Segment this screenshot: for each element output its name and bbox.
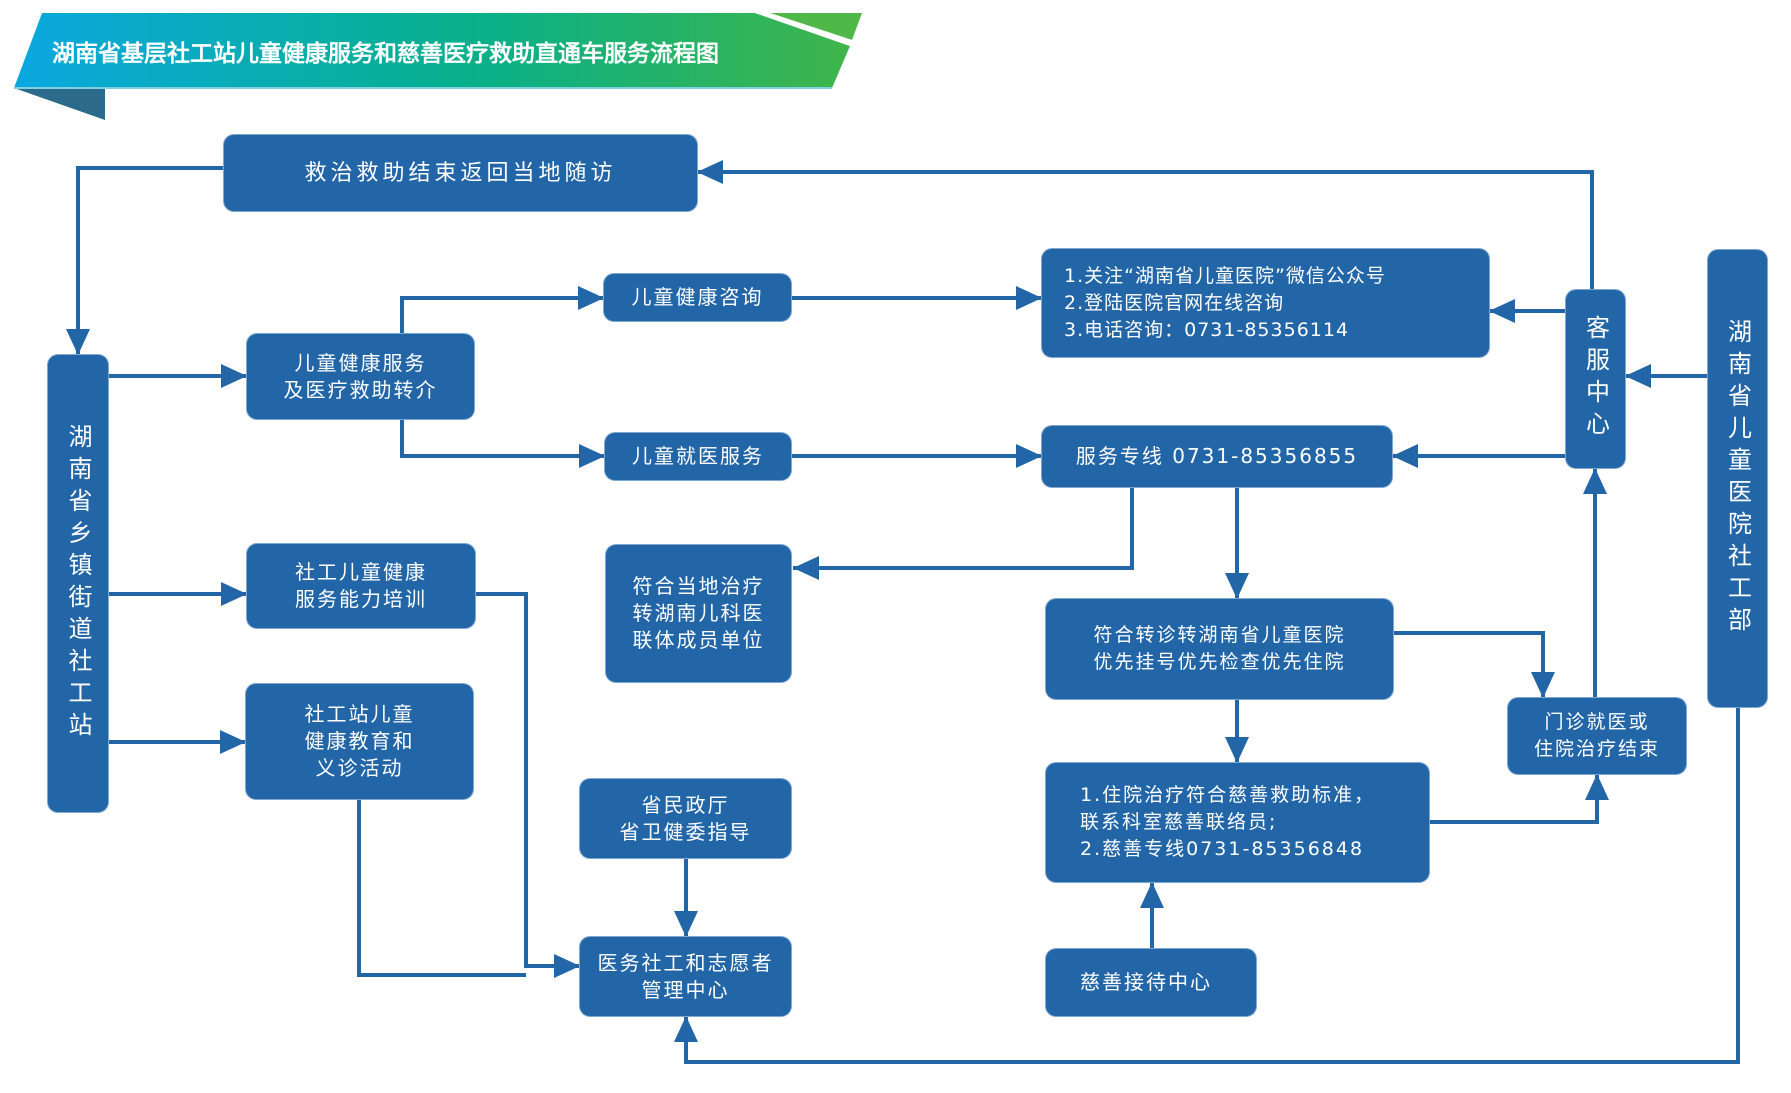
node-township-station: 湖南省乡镇街道社工站: [48, 355, 108, 812]
node-service-hotline-label: 服务专线 0731-85356855: [1075, 444, 1359, 468]
node-volunteer-center-label: 医务社工和志愿者 管理中心: [597, 950, 774, 1002]
page-title: 湖南省基层社工站儿童健康服务和慈善医疗救助直通车服务流程图: [52, 41, 719, 67]
node-charity-reception-label: 慈善接待中心: [1080, 970, 1212, 994]
node-outpatient-end-label: 门诊就医或 住院治疗结束: [1533, 711, 1660, 760]
edge-followup-to-township-arrowhead: [66, 329, 90, 355]
edge-customer-to-hotline-arrowhead: [1392, 444, 1418, 468]
edge-township-to-education-arrowhead: [220, 730, 246, 754]
edge-dept-to-customer-arrowhead: [1625, 364, 1651, 388]
node-followup: 救治救助结束返回当地随访: [224, 135, 697, 211]
node-transfer-priority-label: 符合转诊转湖南省儿童医院 优先挂号优先检查优先住院: [1093, 624, 1346, 673]
node-consult-methods: 1.关注“湖南省儿童医院”微信公众号 2.登陆医院官网在线咨询 3.电话咨询：0…: [1042, 249, 1489, 357]
node-health-consult-label: 儿童健康咨询: [631, 285, 764, 309]
edge-child-health-to-consult-arrowhead: [578, 286, 604, 310]
edge-customer-to-followup-arrowhead: [697, 160, 723, 184]
edge-charity-to-outpatient-arrowhead: [1585, 774, 1609, 800]
edge-customer-to-methods-arrowhead: [1489, 299, 1515, 323]
edge-child-health-to-consult: [400, 296, 604, 334]
node-consult-methods-label: 1.关注“湖南省儿童医院”微信公众号 2.登陆医院官网在线咨询 3.电话咨询：0…: [1064, 264, 1386, 341]
edge-training-to-volunteer-arrowhead: [554, 954, 580, 978]
edge-medical-to-hotline-arrowhead: [1016, 444, 1042, 468]
node-local-treatment: 符合当地治疗 转湖南儿科医 联体成员单位: [606, 545, 791, 682]
edge-outpatient-to-customer-arrowhead: [1583, 468, 1607, 494]
node-charity-standard: 1.住院治疗符合慈善救助标准， 联系科室慈善联络员; 2.慈善专线0731-85…: [1046, 763, 1429, 882]
edge-township-to-training-arrowhead: [221, 582, 247, 606]
node-transfer-priority: 符合转诊转湖南省儿童医院 优先挂号优先检查优先住院: [1046, 599, 1393, 699]
node-customer-service-label: 客服中心: [1581, 315, 1610, 443]
node-township-station-label: 湖南省乡镇街道社工站: [64, 423, 92, 744]
edge-training-to-volunteer: [475, 592, 580, 968]
edge-reception-to-charity-arrowhead: [1140, 882, 1164, 908]
edge-transfer-to-outpatient-arrowhead: [1531, 672, 1555, 698]
edge-transfer-to-outpatient: [1393, 631, 1545, 698]
node-local-treatment-label: 符合当地治疗 转湖南儿科医 联体成员单位: [632, 574, 765, 652]
edge-township-to-child-health-arrowhead: [221, 364, 247, 388]
edge-child-health-to-medical: [400, 419, 605, 458]
node-education-label: 社工站儿童 健康教育和 义诊活动: [304, 702, 415, 780]
node-charity-standard-label: 1.住院治疗符合慈善救助标准， 联系科室慈善联络员; 2.慈善专线0731-85…: [1080, 784, 1376, 860]
node-training: 社工儿童健康 服务能力培训: [247, 544, 475, 628]
node-training-label: 社工儿童健康 服务能力培训: [295, 560, 427, 611]
edge-hotline-to-local-arrowhead: [793, 556, 819, 580]
node-followup-label: 救治救助结束返回当地随访: [304, 160, 617, 186]
node-medical-service: 儿童就医服务: [605, 433, 791, 480]
edge-government-to-volunteer-arrowhead: [674, 911, 698, 937]
banner-corner: [770, 13, 862, 40]
edge-followup-to-township: [76, 166, 224, 355]
node-charity-reception: 慈善接待中心: [1046, 949, 1256, 1016]
edge-hotline-to-transfer-arrowhead: [1225, 573, 1249, 599]
edge-consult-to-methods-arrowhead: [1016, 286, 1042, 310]
node-medical-service-label: 儿童就医服务: [632, 444, 764, 468]
node-volunteer-center: 医务社工和志愿者 管理中心: [580, 937, 791, 1016]
banner-body: [14, 13, 850, 88]
node-service-hotline: 服务专线 0731-85356855: [1042, 426, 1392, 487]
node-hospital-social-dept: 湖南省儿童医院社工部: [1708, 250, 1767, 707]
node-child-health-service: 儿童健康服务 及医疗救助转介: [247, 334, 474, 419]
node-government-guidance: 省民政厅 省卫健委指导: [580, 779, 791, 858]
edge-hotline-to-local: [793, 487, 1134, 570]
node-government-guidance-label: 省民政厅 省卫健委指导: [619, 792, 752, 844]
edge-child-health-to-medical-arrowhead: [579, 444, 605, 468]
banner-stripe: [755, 13, 852, 46]
edge-transfer-to-charity-arrowhead: [1225, 737, 1249, 763]
edge-dept-to-volunteer-arrowhead: [674, 1016, 698, 1042]
banner-fold: [14, 88, 105, 120]
edge-education-to-volunteer: [357, 799, 526, 977]
node-outpatient-end: 门诊就医或 住院治疗结束: [1508, 698, 1686, 774]
node-health-consult: 儿童健康咨询: [604, 274, 791, 321]
node-child-health-service-label: 儿童健康服务 及医疗救助转介: [283, 350, 438, 402]
edge-charity-to-outpatient: [1429, 774, 1599, 824]
node-education: 社工站儿童 健康教育和 义诊活动: [246, 684, 473, 799]
edge-customer-to-followup: [697, 170, 1594, 290]
node-customer-service: 客服中心: [1566, 290, 1625, 468]
node-hospital-social-dept-label: 湖南省儿童医院社工部: [1723, 318, 1752, 639]
title-banner: [14, 13, 862, 120]
